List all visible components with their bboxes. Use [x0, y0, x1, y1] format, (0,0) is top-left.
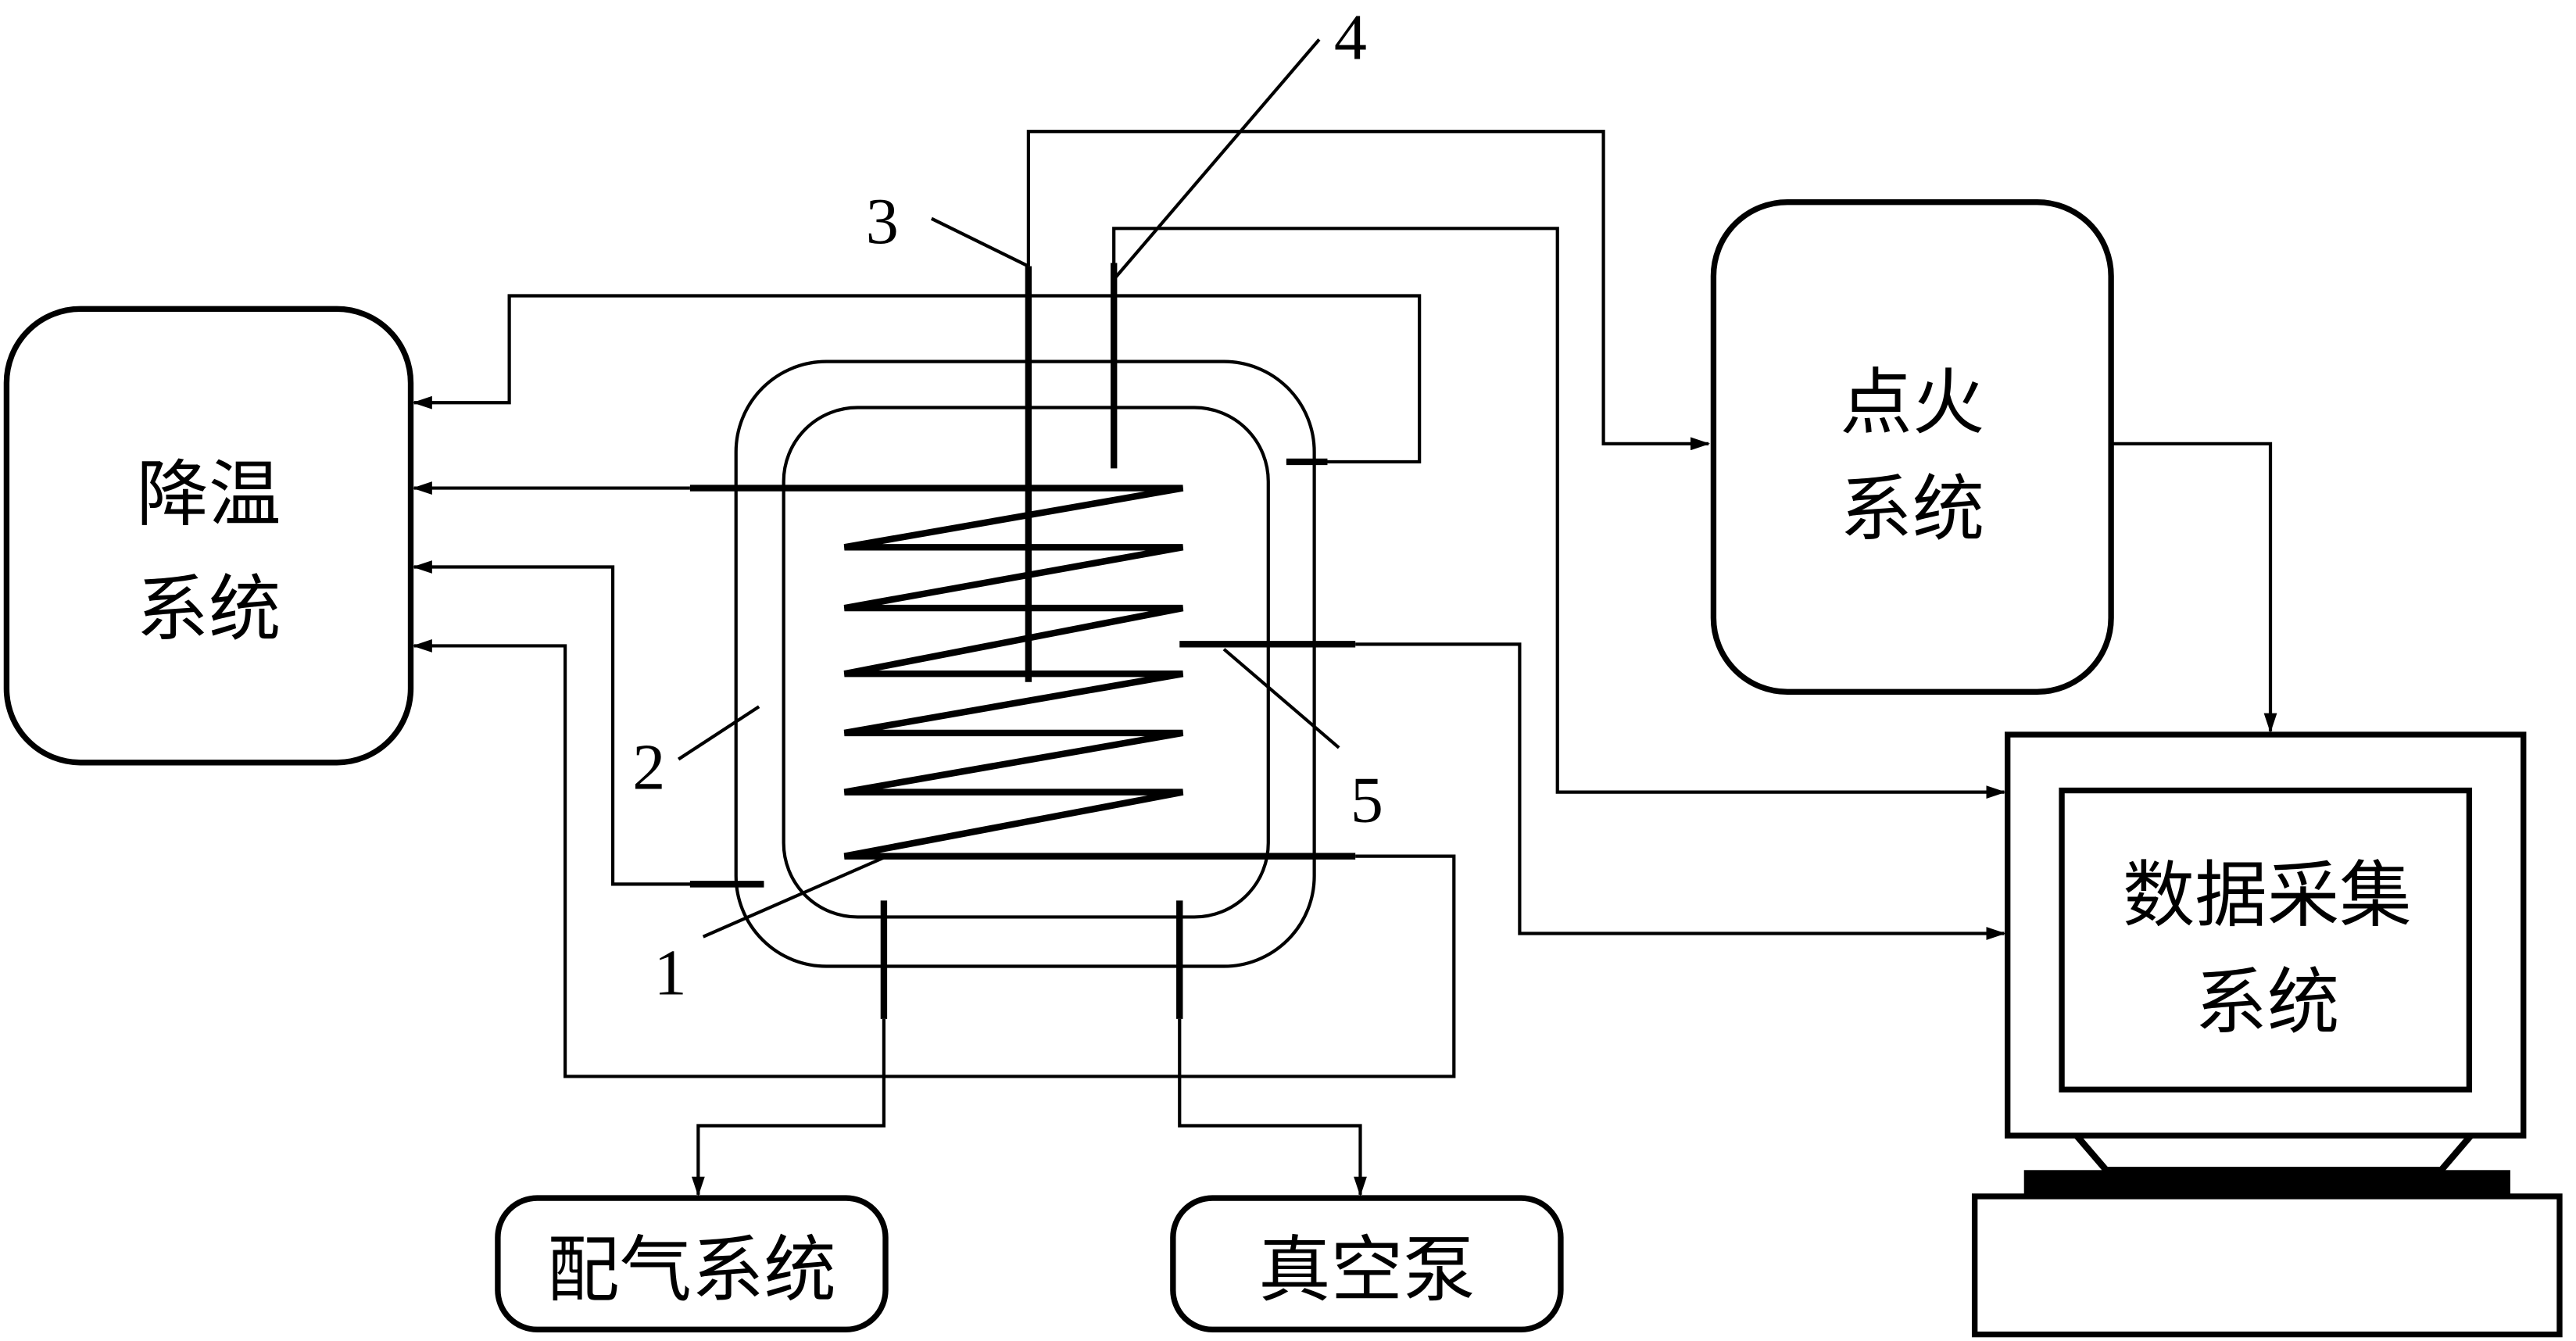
cooling-label-line1: 降温 — [136, 452, 281, 537]
ignition-system-block: 点火 系统 — [1710, 198, 2114, 696]
cooling-label-line2: 系统 — [136, 567, 281, 652]
callout-2: 2 — [632, 705, 760, 803]
callout-4: 4 — [1112, 2, 1367, 281]
daq-label-line2: 系统 — [2195, 960, 2339, 1044]
svg-text:1: 1 — [654, 936, 687, 1009]
svg-text:2: 2 — [632, 731, 665, 803]
callout-5: 5 — [1222, 648, 1383, 836]
svg-text:3: 3 — [866, 185, 899, 258]
keyboard-bar — [2023, 1170, 2510, 1196]
cooling-system-block: 降温 系统 — [3, 306, 414, 766]
gas-mixing-label: 配气系统 — [547, 1228, 836, 1312]
ignition-connection — [1025, 130, 2277, 733]
callout-1: 1 — [654, 854, 888, 1009]
gas-lines — [691, 900, 1367, 1196]
sensor-4-connection — [1110, 227, 2006, 799]
svg-text:5: 5 — [1351, 763, 1383, 836]
sensor-5-connection — [1179, 641, 2006, 940]
callout-3: 3 — [866, 185, 1029, 268]
vacuum-pump-block: 真空泵 — [1170, 1195, 1564, 1332]
cooling-connections — [412, 294, 1456, 1078]
ignition-label-line1: 点火 — [1840, 360, 1984, 445]
gas-mixing-system-block: 配气系统 — [495, 1195, 889, 1332]
vacuum-pump-label: 真空泵 — [1258, 1228, 1475, 1312]
ignition-label-line2: 系统 — [1840, 467, 1984, 551]
data-acquisition-computer: 数据采集 系统 — [1971, 731, 2563, 1338]
svg-text:4: 4 — [1334, 2, 1367, 74]
cooling-coil — [689, 485, 1356, 860]
daq-label-line1: 数据采集 — [2123, 853, 2412, 938]
